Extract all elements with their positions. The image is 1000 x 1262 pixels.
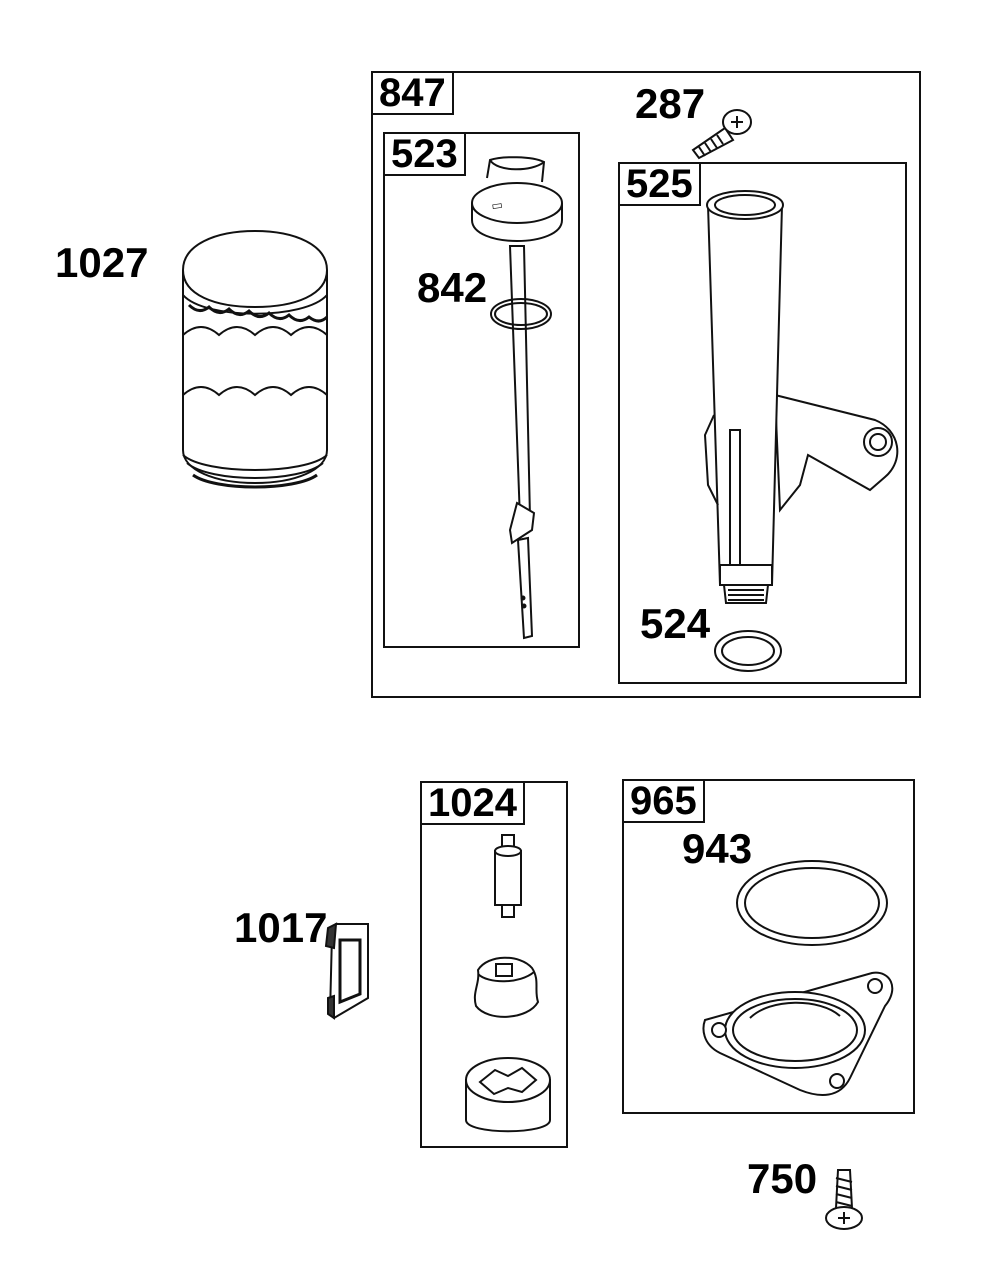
- callout-750: 750: [747, 1155, 818, 1202]
- assembly-label-523: 523: [383, 132, 466, 176]
- pump-cover-icon: [700, 968, 910, 1102]
- callout-524: 524: [640, 600, 711, 647]
- assembly-box-965: 965: [622, 779, 915, 1114]
- callout-1027: 1027: [55, 239, 149, 286]
- svg-text:▭: ▭: [490, 198, 503, 213]
- callout-842: 842: [417, 264, 488, 311]
- outer-rotor-icon: [460, 1050, 556, 1138]
- assembly-box-525: 525: [618, 162, 907, 684]
- callout-1017: 1017: [234, 904, 328, 951]
- dipstick-tube-icon: [700, 185, 910, 615]
- assembly-label-847: 847: [371, 71, 454, 115]
- dipstick-icon: ▭: [462, 158, 582, 648]
- gasket-943-icon: [733, 857, 891, 949]
- assembly-label-525: 525: [618, 162, 701, 206]
- washer-524-icon: [712, 627, 784, 675]
- breather-1017-icon: [322, 918, 374, 1022]
- pump-shaft-icon: [490, 833, 526, 919]
- assembly-label-965: 965: [622, 779, 705, 823]
- callout-287: 287: [635, 80, 706, 127]
- inner-rotor-icon: [468, 950, 542, 1024]
- assembly-label-1024: 1024: [420, 781, 525, 825]
- screw-750-icon: [822, 1168, 866, 1232]
- oil-filter-icon: [175, 225, 335, 495]
- screw-287-icon: [685, 100, 755, 160]
- callout-943: 943: [682, 825, 753, 872]
- assembly-box-847: 847: [371, 71, 921, 698]
- o-ring-842-icon: [488, 296, 554, 332]
- assembly-box-1024: 1024: [420, 781, 568, 1148]
- assembly-box-523: 523: [383, 132, 580, 648]
